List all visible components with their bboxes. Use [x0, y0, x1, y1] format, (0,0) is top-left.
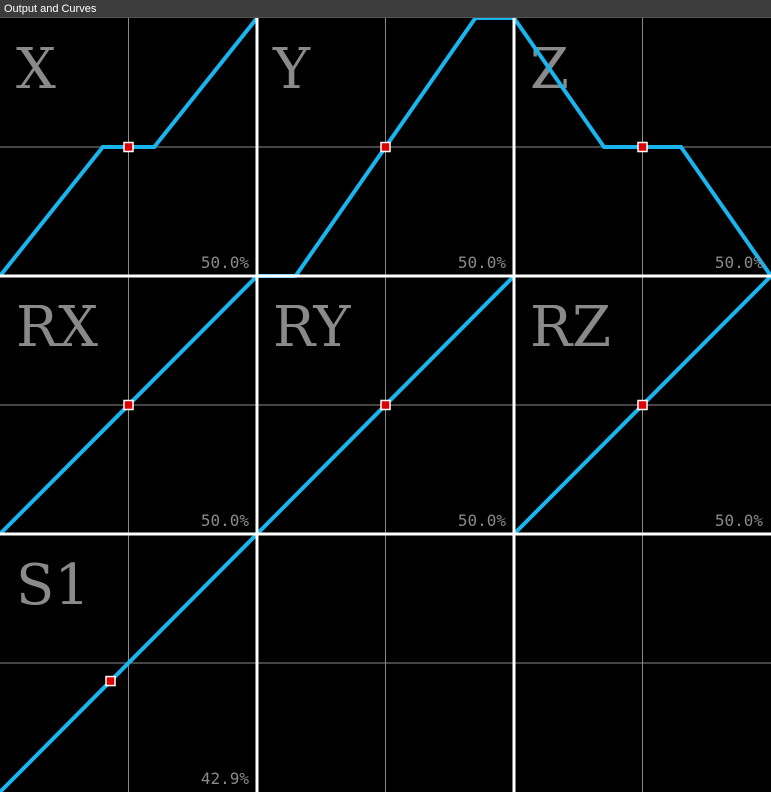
percent-readout: 50.0%	[201, 511, 250, 530]
curve-panel-empty-8[interactable]	[514, 534, 771, 792]
axis-label: RZ	[530, 295, 611, 360]
percent-readout: 42.9%	[201, 769, 250, 788]
axis-label: S1	[16, 553, 90, 618]
curve-panel-rx[interactable]: RX 50.0%	[0, 274, 259, 536]
curves-canvas[interactable]: X50.0%Y50.0%Z50.0%RX50.0%RY50.0%RZ50.0%S…	[0, 18, 771, 792]
curve-panel-empty-7[interactable]	[257, 534, 514, 792]
percent-readout: 50.0%	[458, 511, 507, 530]
position-marker	[123, 399, 134, 411]
axis-label: Y	[272, 37, 311, 102]
curve-panel-y[interactable]: Y 50.0%	[257, 18, 514, 278]
curve-panel-s1[interactable]: S1 42.9%	[0, 532, 259, 792]
curve-panel-rz[interactable]: RZ 50.0%	[512, 274, 771, 536]
curve-panel-x[interactable]: X 50.0%	[0, 18, 259, 278]
axis-label: RY	[273, 295, 351, 360]
position-marker	[105, 675, 116, 687]
axis-label: X	[16, 37, 56, 102]
percent-readout: 50.0%	[458, 253, 507, 272]
position-marker	[637, 141, 648, 153]
window-title: Output and Curves	[0, 0, 771, 18]
curve-panel-z[interactable]: Z50.0%	[512, 18, 771, 278]
position-marker	[380, 141, 391, 153]
axis-label: RX	[16, 295, 98, 360]
percent-readout: 50.0%	[715, 511, 764, 530]
percent-readout: 50.0%	[201, 253, 250, 272]
position-marker	[380, 399, 391, 411]
position-marker	[637, 399, 648, 411]
position-marker	[123, 141, 134, 153]
panel-dividers	[0, 18, 771, 792]
percent-readout: 50.0%	[715, 253, 764, 272]
curve-panel-ry[interactable]: RY 50.0%	[255, 274, 516, 536]
response-curve	[0, 532, 259, 792]
